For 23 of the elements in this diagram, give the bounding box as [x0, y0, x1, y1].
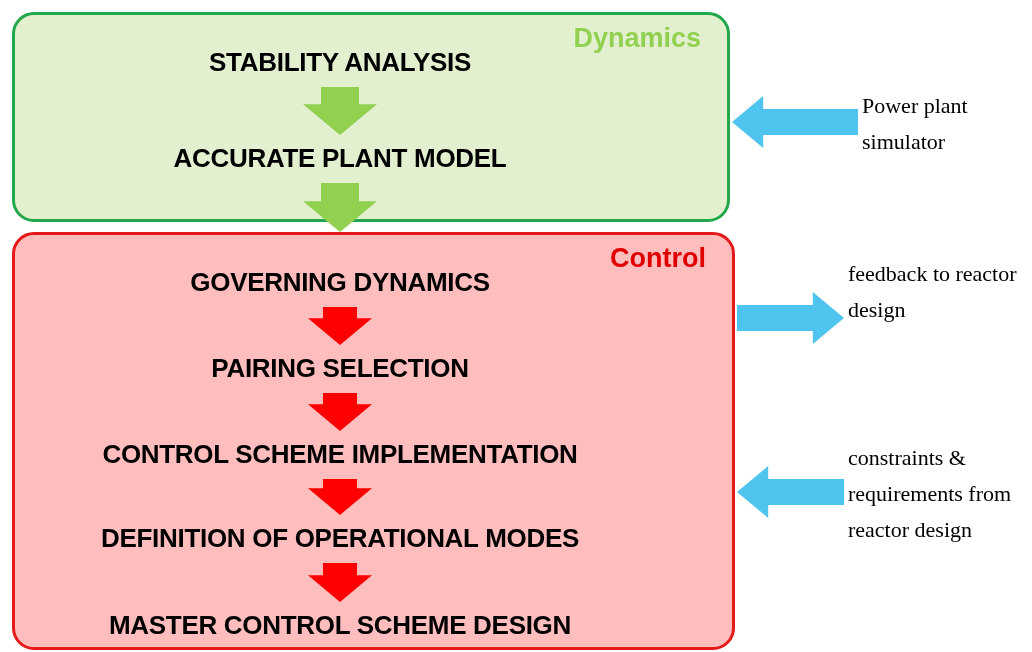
control-group-box — [12, 232, 735, 650]
block-arrow — [308, 307, 372, 345]
step-label: STABILITY ANALYSIS — [185, 45, 495, 79]
block-arrow — [303, 183, 377, 232]
step-label: GOVERNING DYNAMICS — [145, 265, 535, 299]
block-arrow — [308, 563, 372, 602]
block-arrow — [732, 96, 858, 148]
step-label: CONTROL SCHEME IMPLEMENTATION — [25, 437, 655, 471]
step-label: MASTER CONTROL SCHEME DESIGN — [45, 608, 635, 642]
dynamics-group-box — [12, 12, 730, 222]
group-title: Dynamics — [573, 23, 701, 54]
input-note: Power plant simulator — [862, 88, 1022, 160]
input-note: feedback to reactor design — [848, 256, 1028, 328]
block-arrow — [303, 87, 377, 135]
step-label: PAIRING SELECTION — [165, 351, 515, 385]
group-title: Control — [610, 243, 706, 274]
block-arrow — [308, 479, 372, 515]
block-arrow — [737, 292, 844, 344]
block-arrow — [737, 466, 844, 518]
step-label: ACCURATE PLANT MODEL — [125, 141, 555, 175]
block-arrow — [308, 393, 372, 431]
input-note: constraints & requirements from reactor design — [848, 440, 1018, 584]
step-label: DEFINITION OF OPERATIONAL MODES — [25, 521, 655, 555]
